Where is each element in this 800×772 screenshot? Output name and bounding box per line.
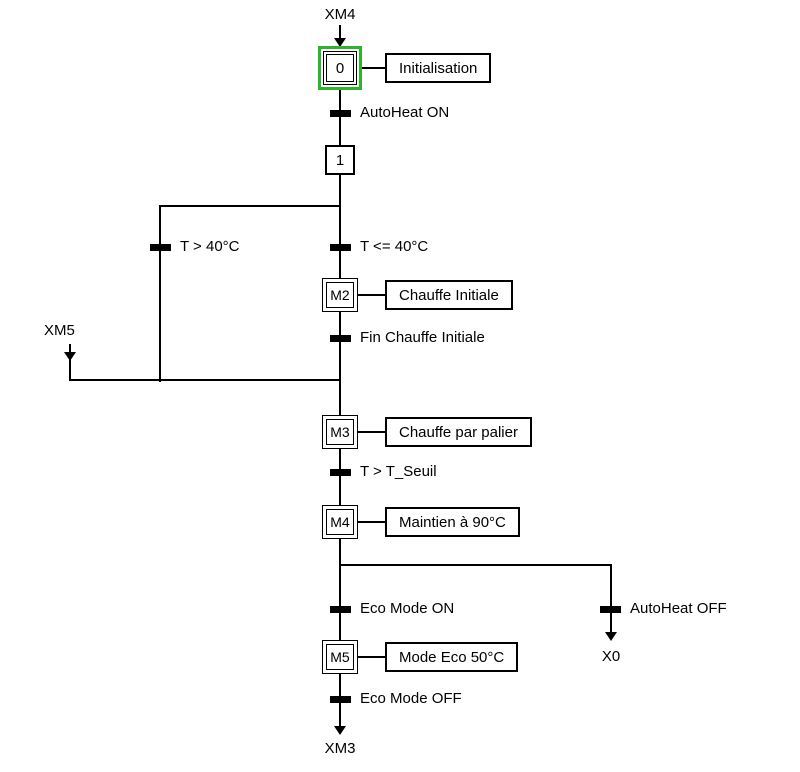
transition-label-autoheat-on[interactable]: AutoHeat ON bbox=[360, 104, 450, 121]
flow-line-m3-m4 bbox=[339, 449, 341, 505]
divergence-line-2 bbox=[339, 564, 612, 566]
jump-label-x0[interactable]: X0 bbox=[601, 648, 621, 665]
connector-m4-action bbox=[358, 521, 385, 523]
action-box-maintien-90[interactable]: Maintien à 90°C bbox=[385, 507, 520, 537]
convergence-line-1 bbox=[69, 379, 341, 381]
action-box-initialisation[interactable]: Initialisation bbox=[385, 53, 492, 83]
transition-bar-fin-chauffe[interactable] bbox=[330, 335, 351, 342]
flow-line-step1-m2 bbox=[339, 175, 341, 278]
connector-m3-action bbox=[358, 431, 385, 433]
transition-bar-t-seuil[interactable] bbox=[330, 469, 351, 476]
flow-line-right-branch bbox=[610, 564, 612, 634]
step-m4-label: M4 bbox=[330, 514, 350, 530]
arrowhead-x0 bbox=[605, 632, 617, 641]
jump-label-xm3[interactable]: XM3 bbox=[324, 740, 356, 757]
transition-bar-autoheat-off[interactable] bbox=[600, 606, 621, 613]
step-m5[interactable]: M5 bbox=[322, 640, 358, 674]
arrowhead-into-step0 bbox=[334, 38, 346, 47]
step-m3-inner-square: M3 bbox=[326, 419, 354, 445]
arrowhead-xm5 bbox=[64, 352, 76, 361]
step-0-label: 0 bbox=[335, 59, 345, 77]
step-0-outer-square: 0 bbox=[323, 51, 357, 85]
flow-line-m2-m3 bbox=[339, 312, 341, 415]
flow-line-entry-top bbox=[339, 25, 341, 41]
jump-label-xm5[interactable]: XM5 bbox=[44, 322, 75, 339]
flow-line-xm5 bbox=[69, 344, 71, 381]
step-0-inner-square: 0 bbox=[326, 54, 354, 82]
divergence-line-1 bbox=[159, 205, 341, 207]
step-0-initial[interactable]: 0 bbox=[318, 46, 362, 90]
step-m5-label: M5 bbox=[330, 649, 350, 665]
jump-label-xm4[interactable]: XM4 bbox=[324, 6, 356, 23]
step-m5-inner-square: M5 bbox=[326, 644, 354, 670]
connector-m2-action bbox=[358, 294, 385, 296]
step-m4[interactable]: M4 bbox=[322, 505, 358, 539]
step-m2-label: M2 bbox=[330, 287, 350, 303]
flow-line-m4-m5 bbox=[339, 539, 341, 640]
transition-bar-eco-on[interactable] bbox=[330, 606, 351, 613]
step-1[interactable]: 1 bbox=[325, 145, 355, 175]
step-m3-label: M3 bbox=[330, 424, 350, 440]
transition-bar-t-gt-40[interactable] bbox=[150, 244, 171, 251]
connector-step0-action bbox=[362, 67, 385, 69]
transition-label-eco-on[interactable]: Eco Mode ON bbox=[360, 600, 455, 617]
step-m2[interactable]: M2 bbox=[322, 278, 358, 312]
flow-line-left-branch bbox=[159, 205, 161, 382]
arrowhead-xm3 bbox=[334, 726, 346, 735]
flow-line-step0-step1 bbox=[339, 90, 341, 145]
transition-label-autoheat-off[interactable]: AutoHeat OFF bbox=[630, 600, 727, 617]
step-m3[interactable]: M3 bbox=[322, 415, 358, 449]
step-m2-inner-square: M2 bbox=[326, 282, 354, 308]
transition-label-t-seuil[interactable]: T > T_Seuil bbox=[360, 463, 437, 480]
transition-label-t-gt-40[interactable]: T > 40°C bbox=[180, 238, 240, 255]
transition-label-t-le-40[interactable]: T <= 40°C bbox=[360, 238, 429, 255]
action-box-mode-eco[interactable]: Mode Eco 50°C bbox=[385, 642, 519, 672]
step-m4-inner-square: M4 bbox=[326, 509, 354, 535]
transition-bar-eco-off[interactable] bbox=[330, 696, 351, 703]
transition-label-eco-off[interactable]: Eco Mode OFF bbox=[360, 690, 462, 707]
transition-bar-autoheat-on[interactable] bbox=[330, 110, 351, 117]
step-1-label: 1 bbox=[335, 151, 345, 169]
transition-label-fin-chauffe[interactable]: Fin Chauffe Initiale bbox=[360, 329, 485, 346]
transition-bar-t-le-40[interactable] bbox=[330, 244, 351, 251]
action-box-chauffe-par-palier[interactable]: Chauffe par palier bbox=[385, 417, 532, 447]
action-box-chauffe-initiale[interactable]: Chauffe Initiale bbox=[385, 280, 513, 310]
connector-m5-action bbox=[358, 656, 385, 658]
